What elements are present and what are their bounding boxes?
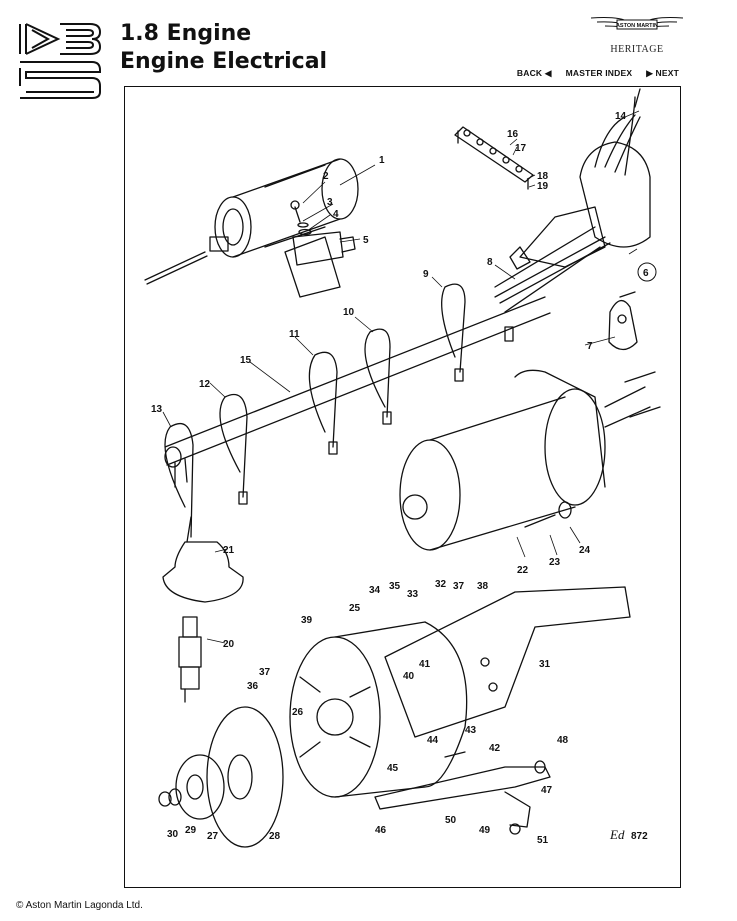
callout-label: 7 (587, 341, 593, 352)
wings-logo-icon: ASTON MARTIN (590, 17, 684, 30)
callout-label: 24 (579, 545, 591, 556)
master-index-link[interactable]: MASTER INDEX (565, 68, 633, 78)
next-link[interactable]: ▶ NEXT (646, 68, 679, 78)
callout-label: 21 (223, 545, 235, 556)
callout-label: 10 (343, 307, 355, 318)
callout-label: 38 (477, 581, 489, 592)
callout-label: 8 (487, 257, 493, 268)
rotor-arm-drawing (608, 291, 638, 351)
brand-badge-text: ASTON MARTIN (616, 23, 658, 29)
alternator-pulley-drawing (158, 706, 284, 848)
callout-label: 15 (240, 355, 252, 366)
plug-boot-drawing (162, 516, 244, 603)
exploded-diagram: 1 2 3 4 5 6 7 8 9 10 11 12 13 14 15 16 1… (144, 88, 661, 848)
callout-label: 36 (247, 681, 259, 692)
callout-label: 13 (151, 404, 163, 415)
title-line-engine: 1.8 Engine (120, 21, 252, 46)
callout-label: 49 (479, 825, 491, 836)
callout-label: 37 (259, 667, 271, 678)
callout-label: 50 (445, 815, 457, 826)
callout-label: 18 (537, 171, 549, 182)
diagram-reference-number: 872 (631, 831, 648, 842)
distributor-drawing (494, 88, 651, 313)
coil-bracket-drawing (290, 200, 356, 266)
callout-label: 35 (389, 581, 401, 592)
callout-label: 25 (349, 603, 361, 614)
spark-plug-drawing (178, 616, 202, 703)
callout-label: 22 (517, 565, 529, 576)
callout-label: 4 (333, 209, 339, 220)
callout-label: 48 (557, 735, 569, 746)
callout-label: 37 (453, 581, 465, 592)
callout-label: 17 (515, 143, 527, 154)
callout-label: 19 (537, 181, 549, 192)
callout-label: 27 (207, 831, 219, 842)
callout-label: 46 (375, 825, 387, 836)
back-link[interactable]: BACK ◀ (516, 68, 552, 78)
callout-label: 51 (537, 835, 549, 846)
callout-label: 26 (292, 707, 304, 718)
callout-label: 9 (423, 269, 429, 280)
harness-tube-drawing (164, 296, 551, 488)
callout-label: 14 (615, 111, 627, 122)
callout-label: 5 (363, 235, 369, 246)
callout-label: 40 (403, 671, 415, 682)
alternator-drawing (289, 621, 468, 798)
callout-label: 11 (289, 329, 300, 340)
callout-label: 29 (185, 825, 197, 836)
copyright-notice: © Aston Martin Lagonda Ltd. (16, 900, 143, 911)
callout-label: 42 (489, 743, 501, 754)
aston-martin-brand: ASTON MARTIN HERITAGE (587, 12, 687, 55)
callout-label: 23 (549, 557, 561, 568)
adjusting-link-drawing (374, 751, 551, 835)
callout-label: 41 (419, 659, 431, 670)
callout-label: 16 (507, 129, 519, 140)
callout-label: 45 (387, 763, 399, 774)
callout-label: 12 (199, 379, 211, 390)
callout-label: 3 (327, 197, 333, 208)
callout-label: 30 (167, 829, 179, 840)
callout-label: 28 (269, 831, 281, 842)
callout-label: 31 (539, 659, 551, 670)
callout-label: 33 (407, 589, 419, 600)
page-title: 1.8 Engine Engine Electrical (120, 20, 327, 76)
callout-label: 32 (435, 579, 447, 590)
exploded-diagram-frame: 1 2 3 4 5 6 7 8 9 10 11 12 13 14 15 16 1… (124, 86, 681, 888)
terminal-strip-drawing (454, 126, 534, 190)
title-line-electrical: Engine Electrical (120, 49, 328, 74)
callout-label: 34 (369, 585, 381, 596)
callout-label: 6 (643, 268, 649, 279)
dbs-logo-icon (19, 23, 102, 99)
callout-label: 43 (465, 725, 477, 736)
callout-label: 44 (427, 735, 439, 746)
ht-lead-loops-drawing (164, 283, 514, 538)
callout-labels: 1 2 3 4 5 6 7 8 9 10 11 12 13 14 15 16 1… (151, 111, 657, 846)
callout-label: 2 (323, 171, 329, 182)
callout-label: 39 (301, 615, 313, 626)
callout-label: 20 (223, 639, 235, 650)
callout-label: 47 (541, 785, 553, 796)
starter-motor-drawing (399, 369, 661, 551)
illustrator-signature: Ed (609, 827, 625, 842)
heritage-label: HERITAGE (610, 44, 664, 55)
navigation-bar: BACK ◀ MASTER INDEX ▶ NEXT (517, 68, 679, 79)
callout-label: 1 (379, 155, 385, 166)
mounting-bracket-drawing (384, 586, 631, 738)
